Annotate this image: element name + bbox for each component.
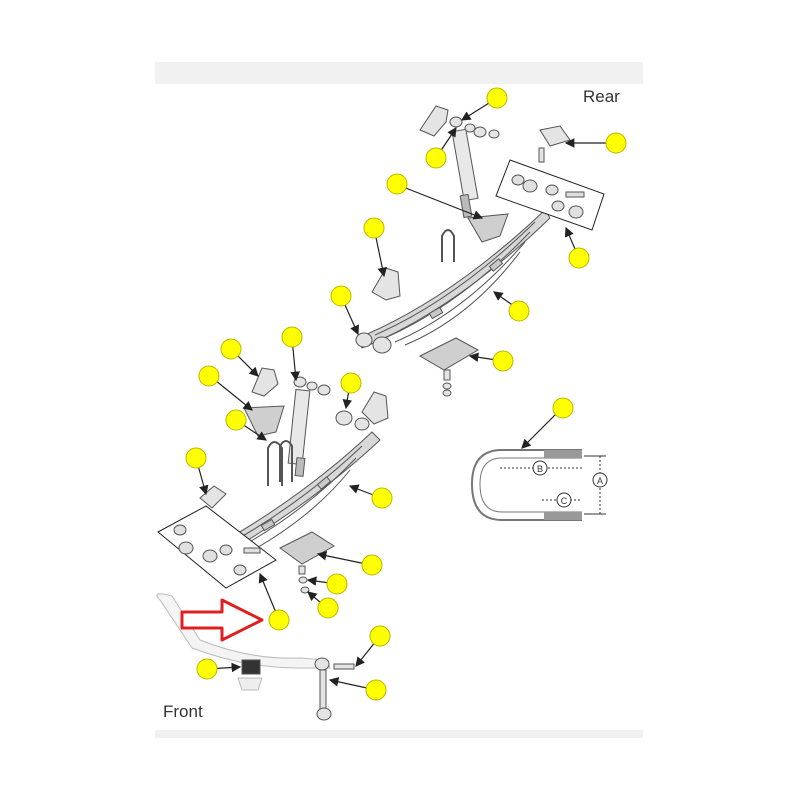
- rear-hanger-bracket: [371, 267, 401, 301]
- callout-17: [371, 487, 393, 509]
- front-u-bolt: [267, 441, 283, 486]
- front-bump-stop: [243, 405, 285, 437]
- rear-shock-absorber: [449, 116, 500, 219]
- footer-band: [155, 730, 643, 738]
- callout-18: [361, 554, 383, 576]
- front-hanger-bracket: [361, 391, 389, 425]
- callout-14: [340, 372, 362, 394]
- front-shock-absorber: [287, 376, 331, 477]
- red-outline-arrow-icon: [180, 598, 264, 642]
- callout-2: [425, 147, 447, 169]
- callout-21: [268, 609, 290, 631]
- callout-markers: [185, 87, 627, 701]
- callout-24: [196, 658, 218, 680]
- front-upper-mount: [251, 367, 279, 397]
- callout-13: [198, 365, 220, 387]
- callout-8: [508, 300, 530, 322]
- callout-22: [369, 625, 391, 647]
- callout-9: [492, 350, 514, 372]
- callout-15: [225, 409, 247, 431]
- rear-leaf-spring: [357, 209, 551, 349]
- callout-5: [568, 247, 590, 269]
- u-bolt-dimension-diagram: B C A: [470, 449, 608, 521]
- front-shackle-pin: [199, 485, 227, 509]
- callout-11: [220, 338, 242, 360]
- callout-3: [605, 132, 627, 154]
- callout-7: [330, 285, 352, 307]
- rear-label: Rear: [583, 87, 620, 106]
- rear-shackle-kit-box: [495, 159, 605, 231]
- callout-19: [326, 573, 348, 595]
- front-shackle-kit-box: [157, 505, 277, 589]
- rear-upper-mount: [419, 105, 449, 137]
- callout-10: [552, 397, 574, 419]
- front-spring-plate: [279, 531, 335, 565]
- rear-spring-plate: [418, 337, 480, 371]
- callout-16: [185, 447, 207, 469]
- header-band: [155, 62, 643, 84]
- callout-1: [486, 87, 508, 109]
- dimension-a-label: A: [597, 476, 603, 486]
- rear-assembly: [355, 105, 571, 397]
- callout-4: [386, 173, 408, 195]
- sway-bar-bushing: [241, 659, 261, 675]
- callout-12: [281, 326, 303, 348]
- callout-6: [363, 217, 385, 239]
- callout-23: [365, 679, 387, 701]
- rear-bump-stop: [467, 213, 509, 243]
- rear-shackle-pin: [539, 125, 571, 147]
- sway-bar: [156, 593, 331, 669]
- front-label: Front: [163, 702, 203, 721]
- dimension-c-label: C: [561, 496, 568, 506]
- rear-u-bolt: [441, 229, 455, 262]
- dimension-b-label: B: [537, 464, 543, 474]
- front-assembly: [156, 367, 389, 721]
- callout-20: [317, 597, 339, 619]
